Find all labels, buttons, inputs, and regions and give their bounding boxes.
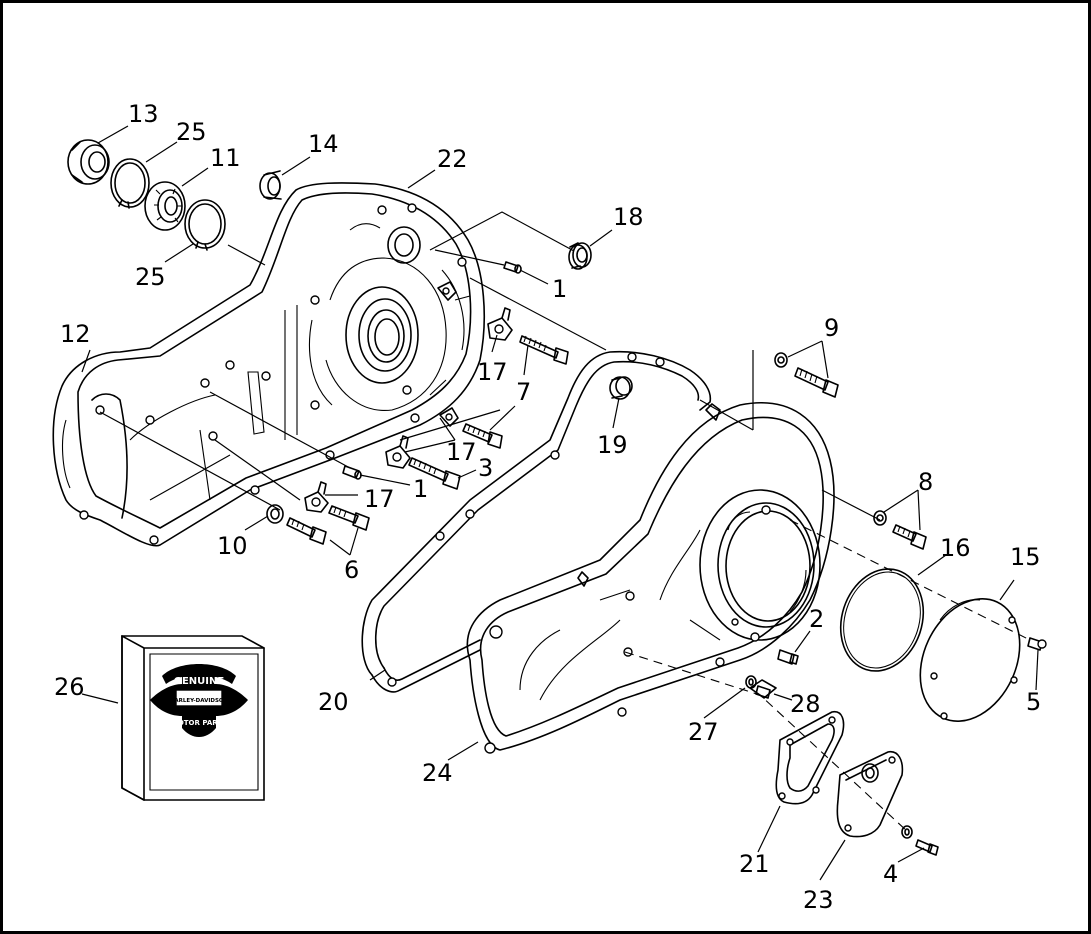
part-9-screw-and-washer xyxy=(774,352,839,398)
part-6-screw-a xyxy=(328,505,370,531)
callout-24: 24 xyxy=(422,759,453,787)
callout-11: 11 xyxy=(210,144,241,172)
callout-labels: 13 25 11 14 22 18 25 1 12 9 17 7 19 17 3… xyxy=(54,100,1041,914)
part-17-lock-tab-d xyxy=(437,281,459,427)
callout-28: 28 xyxy=(790,690,821,718)
callout-1-upper: 1 xyxy=(552,275,567,303)
part-4-screw-and-washer xyxy=(901,825,939,856)
badge-line-3: MOTOR PARTS xyxy=(171,719,227,727)
callout-17-a: 17 xyxy=(477,358,508,386)
part-27-o-ring xyxy=(745,675,757,689)
callout-25-upper: 25 xyxy=(176,118,207,146)
part-15-derby-cover xyxy=(919,598,1021,722)
callout-leaders xyxy=(81,125,1039,881)
callout-20: 20 xyxy=(318,688,349,716)
callout-21: 21 xyxy=(739,850,770,878)
callout-9: 9 xyxy=(824,314,839,342)
part-21-gasket xyxy=(775,711,845,805)
part-8-screw-and-washer xyxy=(873,510,927,550)
callout-4: 4 xyxy=(883,860,898,888)
callout-6: 6 xyxy=(344,556,359,584)
callout-8: 8 xyxy=(918,468,933,496)
part-24-outer-primary-cover xyxy=(466,402,835,754)
part-14-seal xyxy=(259,170,282,200)
callout-22: 22 xyxy=(437,145,468,173)
part-11-roller-bearing xyxy=(144,181,186,231)
callout-17-b: 17 xyxy=(446,438,477,466)
part-20-gasket xyxy=(361,350,712,693)
part-17-lock-tab-c xyxy=(304,481,329,513)
part-18-bushing xyxy=(568,242,592,270)
genuine-motor-parts-logo-icon: GENUINE HARLEY-DAVIDSON MOTOR PARTS xyxy=(150,664,248,737)
callout-18: 18 xyxy=(613,203,644,231)
badge-line-1: GENUINE xyxy=(174,676,225,687)
part-28-drain-plug xyxy=(749,679,777,699)
callout-13: 13 xyxy=(128,100,159,128)
callout-14: 14 xyxy=(308,130,339,158)
part-3-screw xyxy=(408,457,461,490)
part-25-retaining-ring-upper xyxy=(110,158,150,209)
part-19-dowel xyxy=(609,376,633,400)
callout-23: 23 xyxy=(803,886,834,914)
part-12-22-inner-primary-housing xyxy=(52,182,486,547)
part-7-screw-upper xyxy=(519,335,569,365)
part-7-screw-lower xyxy=(462,423,503,449)
part-26-parts-box: GENUINE HARLEY-DAVIDSON MOTOR PARTS xyxy=(121,635,265,801)
callout-3: 3 xyxy=(478,454,493,482)
part-17-lock-tab-b xyxy=(385,435,411,469)
part-13-bearing xyxy=(67,139,110,185)
callout-19: 19 xyxy=(597,431,628,459)
part-23-inspection-cover xyxy=(836,751,904,838)
part-1-dowel-pin-lower xyxy=(342,465,362,480)
callout-16: 16 xyxy=(940,534,971,562)
callout-2: 2 xyxy=(809,605,824,633)
part-6-screw-b xyxy=(286,517,327,545)
callout-7: 7 xyxy=(516,378,531,406)
callout-15: 15 xyxy=(1010,543,1041,571)
part-5-screw xyxy=(1027,637,1047,651)
part-2-plug xyxy=(777,649,799,665)
assembly-lines xyxy=(99,211,1031,833)
callout-26: 26 xyxy=(54,673,85,701)
part-25-retaining-ring-lower xyxy=(184,199,226,251)
part-1-dowel-pin-upper xyxy=(503,261,522,274)
callout-5: 5 xyxy=(1026,688,1041,716)
badge-line-2: HARLEY-DAVIDSON xyxy=(170,698,229,704)
part-17-lock-tab-a xyxy=(487,307,513,341)
callout-10: 10 xyxy=(217,532,248,560)
callout-17-c: 17 xyxy=(364,485,395,513)
callout-27: 27 xyxy=(688,718,719,746)
part-10-washer xyxy=(266,504,284,524)
callout-1-lower: 1 xyxy=(413,475,428,503)
callout-12: 12 xyxy=(60,320,91,348)
callout-25-lower: 25 xyxy=(135,263,166,291)
part-16-o-ring xyxy=(839,568,925,672)
